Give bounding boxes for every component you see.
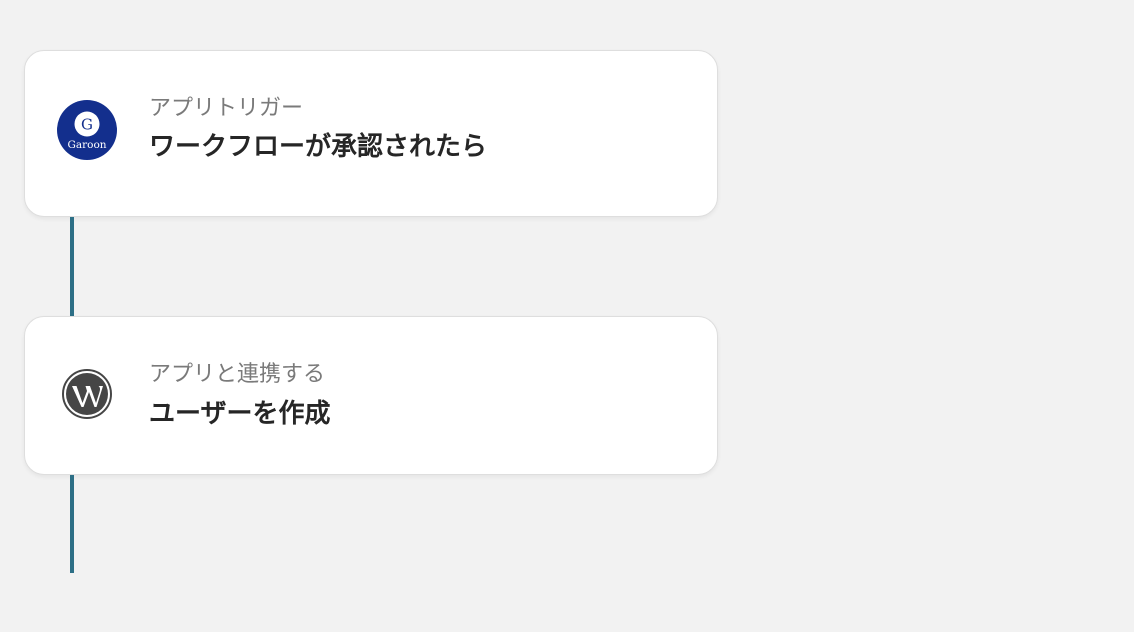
- garoon-logo-text: Garoon: [67, 139, 106, 151]
- flow-connector: [70, 475, 74, 573]
- wordpress-icon: [62, 369, 112, 419]
- trigger-step-card[interactable]: G Garoon アプリトリガー ワークフローが承認されたら: [24, 50, 718, 217]
- step-title: ワークフローが承認されたら: [149, 132, 488, 162]
- garoon-logo-letter: G: [81, 116, 93, 134]
- action-step-card[interactable]: アプリと連携する ユーザーを作成: [24, 316, 718, 475]
- step-kind-label: アプリと連携する: [149, 362, 326, 387]
- flow-connector: [70, 217, 74, 316]
- garoon-icon: G Garoon: [57, 100, 117, 160]
- step-kind-label: アプリトリガー: [149, 96, 304, 121]
- step-title: ユーザーを作成: [149, 399, 331, 429]
